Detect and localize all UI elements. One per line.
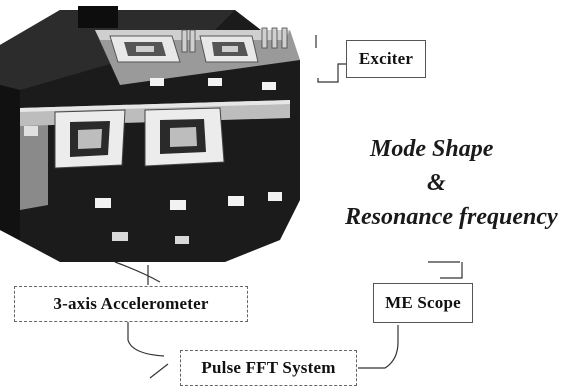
- me-scope-box: ME Scope: [373, 283, 473, 323]
- accelerometer-connector-top: [115, 262, 160, 282]
- exciter-label: Exciter: [359, 49, 413, 69]
- me-scope-label: ME Scope: [385, 293, 461, 313]
- mescope-connector-side: [440, 262, 462, 278]
- pulse-fft-label: Pulse FFT System: [201, 358, 335, 378]
- accelerometer-box: 3-axis Accelerometer: [14, 286, 248, 322]
- resonance-frequency-text: Resonance frequency: [345, 204, 558, 231]
- fft-left-tick: [150, 364, 168, 378]
- pulse-fft-box: Pulse FFT System: [180, 350, 357, 386]
- exciter-box: Exciter: [346, 40, 426, 78]
- accelerometer-to-fft-connector: [128, 320, 164, 356]
- mode-shape-text: Mode Shape: [370, 136, 493, 163]
- fft-to-mescope-connector: [358, 325, 398, 368]
- ampersand-text: &: [427, 170, 446, 197]
- accelerometer-label: 3-axis Accelerometer: [53, 294, 208, 314]
- exciter-connector-lower: [318, 64, 346, 82]
